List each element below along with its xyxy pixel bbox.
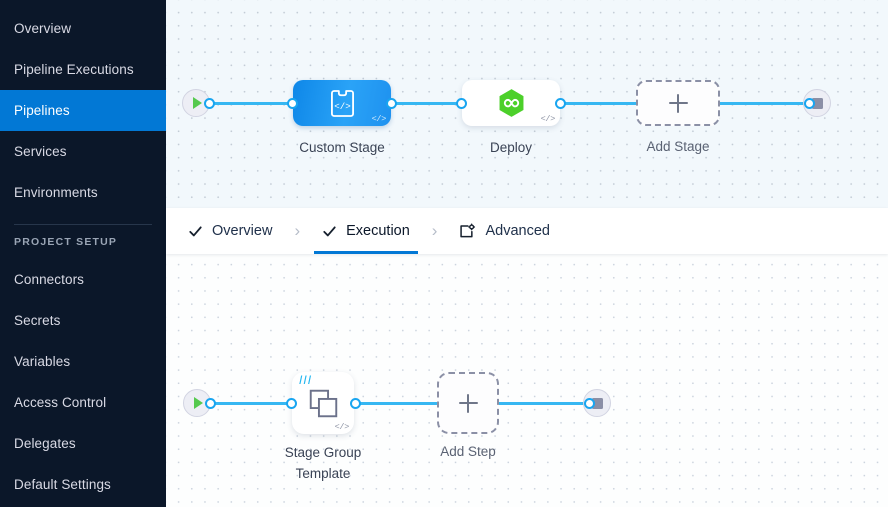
port-start-out[interactable]	[204, 98, 215, 109]
code-badge: </>	[540, 114, 556, 124]
plus-icon	[668, 93, 688, 113]
sidebar-item-label: Pipeline Executions	[14, 62, 134, 77]
check-icon	[323, 225, 336, 236]
port-deploy-out[interactable]	[555, 98, 566, 109]
sidebar-item-overview[interactable]: Overview	[0, 8, 166, 49]
sidebar-divider	[14, 224, 152, 225]
port-exec-end-in[interactable]	[584, 398, 595, 409]
sidebar-item-variables[interactable]: Variables	[0, 341, 166, 382]
code-badge: </>	[371, 114, 387, 124]
sidebar-item-delegates[interactable]: Delegates	[0, 423, 166, 464]
edge-custom-stage-to-deploy	[392, 102, 470, 105]
edge-start-to-custom-stage	[202, 102, 300, 105]
stacked-squares-icon	[309, 389, 337, 417]
sidebar-item-services[interactable]: Services	[0, 131, 166, 172]
tab-advanced[interactable]: Advanced	[447, 208, 562, 254]
add-step-label: Add Step	[440, 444, 496, 459]
sidebar-item-access-control[interactable]: Access Control	[0, 382, 166, 423]
code-badge: </>	[334, 422, 350, 432]
main-content: </> </> Custom Stage </> Deploy Add	[166, 0, 888, 507]
stage-node-label-deploy: Deploy	[489, 140, 533, 155]
sidebar-item-label: Environments	[14, 185, 98, 200]
execution-end-node[interactable]	[583, 389, 611, 417]
tab-label: Overview	[212, 223, 273, 239]
stage-node-label-custom-stage: Custom Stage	[299, 140, 385, 155]
sidebar-item-label: Overview	[14, 21, 72, 36]
port-template-in[interactable]	[286, 398, 297, 409]
left-sidebar: Overview Pipeline Executions Pipelines S…	[0, 0, 166, 507]
play-icon	[194, 397, 203, 409]
stop-icon	[591, 397, 603, 409]
tab-separator: ›	[431, 221, 438, 240]
sidebar-item-label: Variables	[14, 354, 71, 369]
sidebar-item-label: Access Control	[14, 395, 107, 410]
edge-start-to-template	[202, 402, 302, 405]
step-node-label-stage-group-template: Stage Group Template	[284, 445, 362, 481]
sidebar-item-environments[interactable]: Environments	[0, 172, 166, 213]
port-template-out[interactable]	[350, 398, 361, 409]
port-exec-start-out[interactable]	[205, 398, 216, 409]
step-node-stage-group-template[interactable]: ||| </>	[292, 372, 354, 434]
template-indicator-icon: |||	[296, 375, 313, 385]
sidebar-item-label: Connectors	[14, 272, 85, 287]
edge-template-to-add-step	[358, 402, 438, 405]
sidebar-item-label: Secrets	[14, 313, 61, 328]
port-end-in[interactable]	[804, 98, 815, 109]
execution-start-node[interactable]	[183, 389, 211, 417]
execution-steps-canvas[interactable]: ||| </> Stage Group Template Add Step	[166, 254, 888, 507]
advanced-settings-icon	[460, 223, 476, 237]
add-stage-label: Add Stage	[646, 139, 710, 154]
stage-pipeline-canvas[interactable]: </> </> Custom Stage </> Deploy Add	[166, 0, 888, 208]
sidebar-item-label: Services	[14, 144, 67, 159]
svg-text:</>: </>	[334, 100, 350, 111]
tab-execution[interactable]: Execution	[310, 208, 422, 254]
custom-stage-code-icon: </>	[330, 89, 354, 117]
stage-node-custom-stage[interactable]: </> </>	[293, 80, 391, 126]
sidebar-item-connectors[interactable]: Connectors	[0, 259, 166, 300]
sidebar-section-title: PROJECT SETUP	[14, 236, 118, 248]
stage-node-deploy[interactable]: </>	[462, 80, 560, 126]
edge-add-step-to-end	[489, 402, 593, 405]
add-stage-button[interactable]	[636, 80, 720, 126]
sidebar-item-label: Pipelines	[14, 103, 70, 118]
check-icon	[189, 225, 202, 236]
port-deploy-in[interactable]	[456, 98, 467, 109]
port-custom-stage-out[interactable]	[386, 98, 397, 109]
tab-separator: ›	[294, 221, 301, 240]
tab-label: Advanced	[485, 223, 550, 239]
harness-deploy-hexagon-icon	[499, 88, 523, 117]
sidebar-item-label: Default Settings	[14, 477, 111, 492]
stop-icon	[811, 97, 823, 109]
sidebar-item-default-settings[interactable]: Default Settings	[0, 464, 166, 505]
sidebar-item-label: Delegates	[14, 436, 76, 451]
sidebar-item-secrets[interactable]: Secrets	[0, 300, 166, 341]
sidebar-item-pipelines[interactable]: Pipelines	[0, 90, 166, 131]
tab-overview[interactable]: Overview	[176, 208, 284, 254]
stage-tabbar: Overview › Execution › Advanced	[166, 208, 888, 254]
sidebar-item-pipeline-executions[interactable]: Pipeline Executions	[0, 49, 166, 90]
plus-icon	[458, 393, 478, 413]
tab-label: Execution	[346, 223, 410, 239]
add-step-button[interactable]	[437, 372, 499, 434]
port-custom-stage-in[interactable]	[287, 98, 298, 109]
play-icon	[193, 97, 202, 109]
